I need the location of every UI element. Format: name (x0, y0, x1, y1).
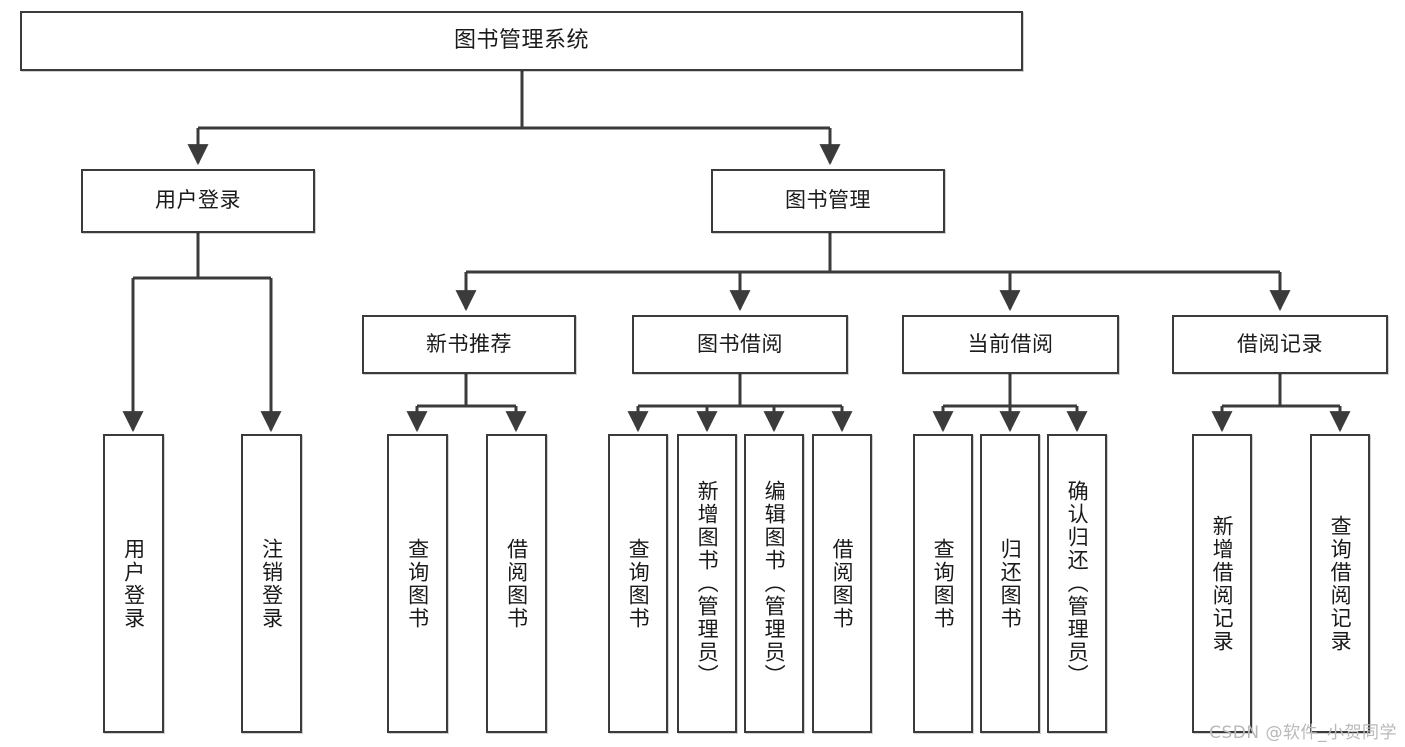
node-leaf-borrow-book-1[interactable]: 借阅图书 (486, 434, 547, 733)
node-leaf-return-book[interactable]: 归还图书 (980, 434, 1040, 733)
node-leaf-add-record-label: 新增借阅记录 (1210, 514, 1235, 653)
node-borrow-record[interactable]: 借阅记录 (1172, 315, 1388, 374)
node-leaf-query-book-3[interactable]: 查询图书 (913, 434, 973, 733)
node-leaf-query-book-2-label: 查询图书 (626, 537, 651, 630)
watermark-text: CSDN @软件_小贺同学 (1209, 723, 1397, 743)
node-leaf-add-book[interactable]: 新增图书（管理员） (677, 434, 737, 733)
node-leaf-return-book-label: 归还图书 (998, 537, 1023, 630)
node-current-borrow-label: 当前借阅 (967, 331, 1054, 356)
node-leaf-borrow-book-1-label: 借阅图书 (504, 537, 529, 630)
node-user-login-label: 用户登录 (155, 188, 241, 213)
node-leaf-user-login[interactable]: 用户登录 (103, 434, 164, 733)
node-leaf-confirm-return[interactable]: 确认归还（管理员） (1047, 434, 1107, 733)
node-leaf-logout-login-label: 注销登录 (259, 537, 284, 630)
node-leaf-borrow-book-2[interactable]: 借阅图书 (812, 434, 872, 733)
node-book-management-label: 图书管理 (785, 188, 871, 213)
node-leaf-query-book-3-label: 查询图书 (931, 537, 956, 630)
node-leaf-query-record-label: 查询借阅记录 (1328, 514, 1353, 653)
node-current-borrow[interactable]: 当前借阅 (902, 315, 1119, 374)
node-leaf-query-record[interactable]: 查询借阅记录 (1310, 434, 1370, 733)
node-leaf-edit-book-label: 编辑图书（管理员） (762, 480, 787, 687)
node-root[interactable]: 图书管理系统 (20, 11, 1023, 71)
node-leaf-add-book-label: 新增图书（管理员） (695, 480, 720, 687)
node-book-borrow[interactable]: 图书借阅 (632, 315, 848, 374)
node-new-book-recommend[interactable]: 新书推荐 (362, 315, 576, 374)
node-leaf-query-book-1[interactable]: 查询图书 (387, 434, 448, 733)
node-book-borrow-label: 图书借阅 (697, 331, 783, 356)
node-leaf-edit-book[interactable]: 编辑图书（管理员） (744, 434, 804, 733)
node-leaf-query-book-1-label: 查询图书 (405, 537, 430, 630)
node-leaf-borrow-book-2-label: 借阅图书 (830, 537, 855, 630)
node-new-book-recommend-label: 新书推荐 (426, 331, 512, 356)
node-leaf-logout-login[interactable]: 注销登录 (241, 434, 302, 733)
node-leaf-query-book-2[interactable]: 查询图书 (608, 434, 668, 733)
node-user-login[interactable]: 用户登录 (81, 169, 315, 233)
node-book-management[interactable]: 图书管理 (711, 169, 945, 233)
node-borrow-record-label: 借阅记录 (1237, 331, 1323, 356)
node-leaf-confirm-return-label: 确认归还（管理员） (1065, 480, 1090, 687)
node-leaf-user-login-label: 用户登录 (121, 537, 146, 630)
node-leaf-add-record[interactable]: 新增借阅记录 (1192, 434, 1252, 733)
node-root-label: 图书管理系统 (453, 27, 589, 53)
